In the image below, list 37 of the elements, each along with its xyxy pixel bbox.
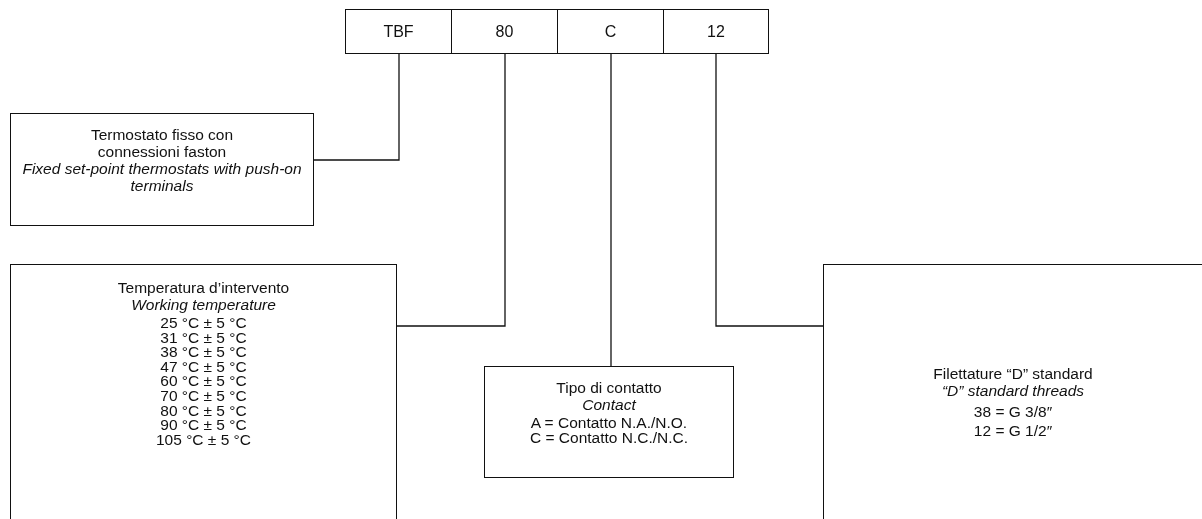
code-text: C (604, 22, 617, 41)
description-box (823, 264, 1202, 519)
option-text: 38 = G 3/8″ (973, 402, 1053, 421)
option-text: 80 °C ± 5 °C (160, 403, 247, 419)
code-cell (557, 9, 664, 54)
translation-text: Fixed set-point thermostats with push-on terminals (21, 160, 303, 194)
code-cell (345, 9, 452, 54)
description-box (484, 366, 734, 478)
option-text: 60 °C ± 5 °C (160, 374, 247, 389)
description-box (10, 113, 314, 226)
leader-line (396, 53, 506, 327)
translation-text: Working temperature (131, 296, 276, 313)
option-text: A = Contatto N.A./N.O. (530, 416, 688, 431)
translation-text: Contact (582, 396, 636, 413)
leader-line (610, 53, 612, 367)
option-text: 38 °C ± 5 °C (160, 345, 247, 360)
option-text: 25 °C ± 5 °C (160, 316, 247, 331)
leader-line (313, 53, 400, 161)
option-text: 47 °C ± 5 °C (160, 359, 247, 375)
option-text: 12 = G 1/2″ (973, 421, 1053, 440)
option-text: C = Contatto N.C./N.C. (529, 430, 689, 446)
code-text: 12 (707, 22, 725, 41)
heading-text: Termostato fisso con connessioni faston (89, 126, 235, 160)
code-text: 80 (495, 22, 514, 41)
translation-text: “D” standard threads (941, 382, 1085, 399)
code-cell (663, 9, 769, 54)
leader-line (715, 53, 824, 327)
code-cell (451, 9, 558, 54)
option-text: 70 °C ± 5 °C (160, 388, 247, 404)
heading-text: Temperatura d’intervento (117, 279, 290, 296)
code-text: TBF (383, 22, 414, 41)
heading-text: Filettature “D” standard (933, 365, 1093, 382)
description-box (10, 264, 397, 519)
option-text: 31 °C ± 5 °C (160, 330, 247, 346)
option-text: 105 °C ± 5 °C (156, 432, 251, 448)
option-text: 90 °C ± 5 °C (160, 418, 247, 433)
heading-text: Tipo di contatto (556, 379, 662, 396)
